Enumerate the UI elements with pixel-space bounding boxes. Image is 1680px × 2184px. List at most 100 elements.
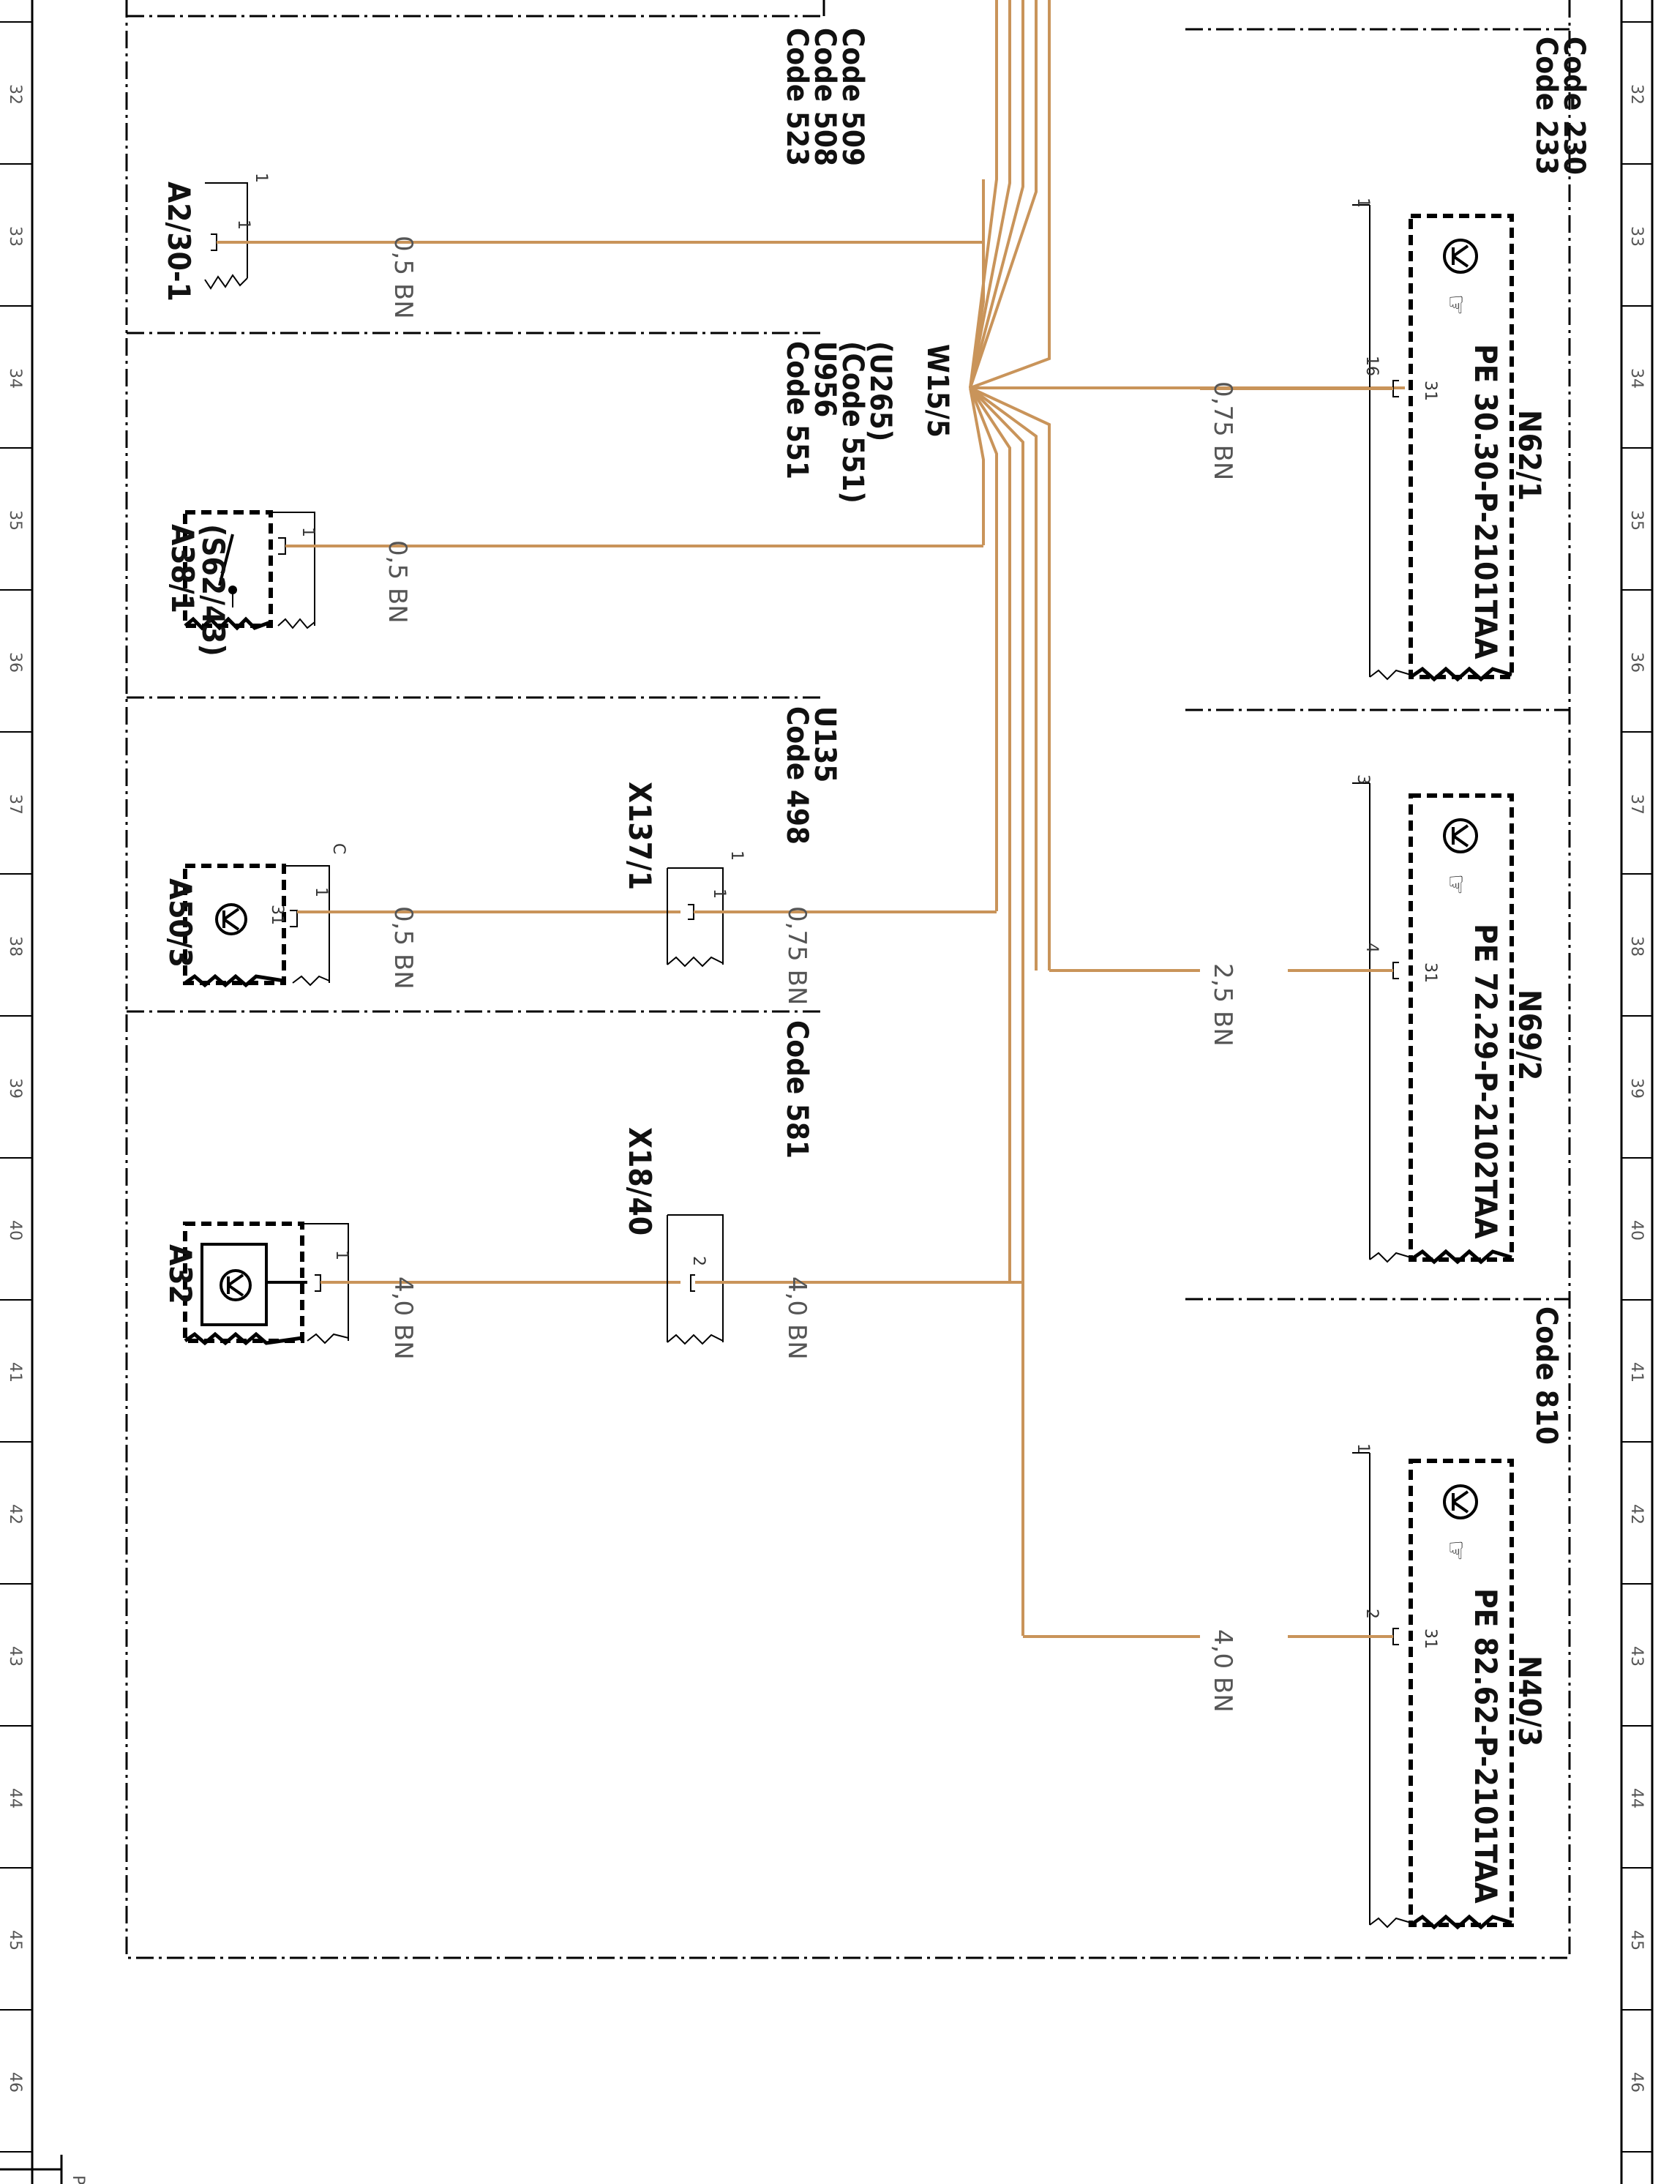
hand-icon: ☞ xyxy=(1441,1540,1471,1561)
grid-number: 41 xyxy=(6,1362,24,1383)
svg-text:Code 523 Code 508: Code 523 Code 508 Code 509 xyxy=(780,28,869,175)
grid-number: 40 xyxy=(6,1220,24,1241)
grid-number: 38 xyxy=(1627,936,1646,957)
grid-number: 34 xyxy=(6,368,24,389)
svg-text:Code 233 Code 230: Code 233 Code 230 xyxy=(1529,37,1591,184)
grid-number: 37 xyxy=(6,794,24,815)
grid-number: 42 xyxy=(6,1504,24,1525)
grid-number: 37 xyxy=(1627,794,1646,815)
grid-number: 43 xyxy=(6,1646,24,1667)
pin-label: 2 xyxy=(689,1256,708,1266)
grid-number: 42 xyxy=(1627,1504,1646,1525)
grid-number: 33 xyxy=(6,226,24,247)
grid-ticks xyxy=(0,21,1652,2153)
component-a38-1: 1 0,5 BN A38/1 (S62/43) xyxy=(165,510,983,657)
pin-label: 4 xyxy=(1362,943,1381,953)
pin-label: 1 xyxy=(252,173,270,183)
harness-w15-5: W15/5 xyxy=(920,0,1405,1636)
grid-number: 32 xyxy=(6,84,24,105)
component-label: A2/30-1 xyxy=(161,182,197,302)
wire-label: 0,75 BN xyxy=(1208,381,1237,480)
svg-text:Code 810: Code 810 xyxy=(1529,1306,1563,1445)
component-n62-1: ☞ 1 16 31 0,75 BN PE 30.30-P-2101TAA N62… xyxy=(1200,198,1548,682)
wire-label: 0,5 BN xyxy=(389,236,418,319)
code-label: Code 551 xyxy=(780,341,814,479)
pin-label: 31 xyxy=(268,905,286,925)
component-label: (S62/43) xyxy=(195,524,231,657)
component-a2-30-1: 1 1 0,5 BN A2/30-1 xyxy=(161,173,985,319)
wire-label: 0,5 BN xyxy=(383,540,412,624)
code-label: U135 xyxy=(808,706,841,782)
code-label: Code 498 xyxy=(780,706,814,845)
pin-label: 1 xyxy=(234,220,252,230)
component-a50-3: C 1 31 0,5 BN A50/3 xyxy=(162,843,680,990)
code-label: Code 581 xyxy=(780,1020,814,1159)
grid-number: 36 xyxy=(6,652,24,673)
code-label: Code 509 xyxy=(836,28,869,166)
component-label: N40/3 xyxy=(1512,1656,1548,1746)
grid-number: 45 xyxy=(6,1930,24,1951)
pin-label: 1 xyxy=(710,889,728,899)
component-label: A50/3 xyxy=(162,878,198,968)
component-n69-2: ☞ 3 4 31 2,5 BN PE 72.29-P-2102TAA N69/2 xyxy=(1049,774,1548,1265)
code-labels: Code 523 Code 508 Code 509 Code 551 U956… xyxy=(780,28,1591,1445)
component-label: N62/1 xyxy=(1512,410,1548,501)
component-label: X18/40 xyxy=(622,1127,658,1235)
grid-number: 33 xyxy=(1627,226,1646,247)
pin-label: 31 xyxy=(1421,381,1439,401)
grid-number: 44 xyxy=(6,1788,24,1809)
pin-label: 31 xyxy=(1421,962,1439,983)
hand-icon: ☞ xyxy=(1441,874,1471,895)
wire-label: 4,0 BN xyxy=(1208,1629,1237,1713)
pin-label: 1 xyxy=(332,1250,350,1260)
wire-label: 0,5 BN xyxy=(389,906,418,990)
pe-reference: PE 72.29-P-2102TAA xyxy=(1468,924,1504,1239)
svg-text:Code 498 U135: Code 498 U135 xyxy=(780,706,841,853)
grid-number: 46 xyxy=(1627,2072,1646,2093)
pin-label: 16 xyxy=(1362,356,1381,376)
svg-text:A38/1 (S62/43): A38/1 (S62/43) xyxy=(165,524,231,657)
pin-label: 1 xyxy=(312,887,330,897)
component-a32: 1 4,0 BN A32 xyxy=(162,1222,680,1360)
pe-reference: PE 30.30-P-2101TAA xyxy=(1468,344,1504,659)
component-label: N69/2 xyxy=(1512,990,1548,1080)
component-n40-3: ☞ 1 2 31 4,0 BN PE 82.62-P-2101TAA N40/3 xyxy=(1023,1443,1548,1930)
wire-label: 4,0 BN xyxy=(782,1276,811,1360)
grid-number: 40 xyxy=(1627,1220,1646,1241)
svg-text:Code 551 U956 (Cod: Code 551 U956 (Code 551) (U265) xyxy=(780,341,897,512)
grid-number: 32 xyxy=(1627,84,1646,105)
pin-label: 1 xyxy=(299,527,317,537)
pin-label: 31 xyxy=(1421,1628,1439,1649)
component-label: A38/1 xyxy=(165,524,200,613)
wire-label: 4,0 BN xyxy=(389,1276,418,1360)
corner-label: PE xyxy=(69,2175,87,2184)
code-label: Code 810 xyxy=(1529,1306,1563,1445)
grid-number: 38 xyxy=(6,936,24,957)
grid-number: 41 xyxy=(1627,1362,1646,1383)
grid-number: 39 xyxy=(6,1078,24,1099)
connector-x137-1: 1 1 0,75 BN X137/1 xyxy=(622,782,997,1005)
component-label: A32 xyxy=(162,1244,198,1304)
grid-number: 35 xyxy=(6,510,24,531)
connector-x18-40: 2 4,0 BN X18/40 xyxy=(622,1127,1023,1360)
pin-label: C xyxy=(329,843,348,854)
code-label: Code 230 xyxy=(1557,37,1591,175)
code-label: Code 523 xyxy=(780,28,814,166)
pin-label: 1 xyxy=(727,850,746,861)
pin-label: 1 xyxy=(1354,198,1372,208)
hand-icon: ☞ xyxy=(1441,294,1471,315)
grid-number: 34 xyxy=(1627,368,1646,389)
grid-number: 44 xyxy=(1627,1788,1646,1809)
code-label: (U265) xyxy=(863,341,897,441)
grid-number: 35 xyxy=(1627,510,1646,531)
code-label: Code 233 xyxy=(1529,37,1563,175)
code-label: Code 508 xyxy=(808,28,841,166)
component-label: X137/1 xyxy=(622,782,658,890)
harness-label: W15/5 xyxy=(920,344,954,438)
wire-label: 2,5 BN xyxy=(1208,963,1237,1047)
pin-label: 3 xyxy=(1354,774,1372,785)
code-label: (Code 551) xyxy=(836,341,869,504)
